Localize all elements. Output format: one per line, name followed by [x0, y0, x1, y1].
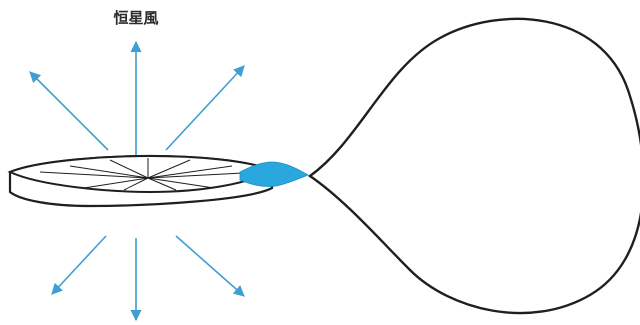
wind-arrow-up-left	[30, 72, 108, 150]
stellar-wind-label: 恒星風	[113, 9, 158, 27]
accretion-disk	[10, 156, 272, 206]
wind-arrow-down-left	[52, 236, 106, 294]
wind-arrow-up-right	[166, 66, 244, 150]
roche-lobe	[310, 19, 640, 313]
wind-arrow-down-right	[176, 236, 244, 296]
